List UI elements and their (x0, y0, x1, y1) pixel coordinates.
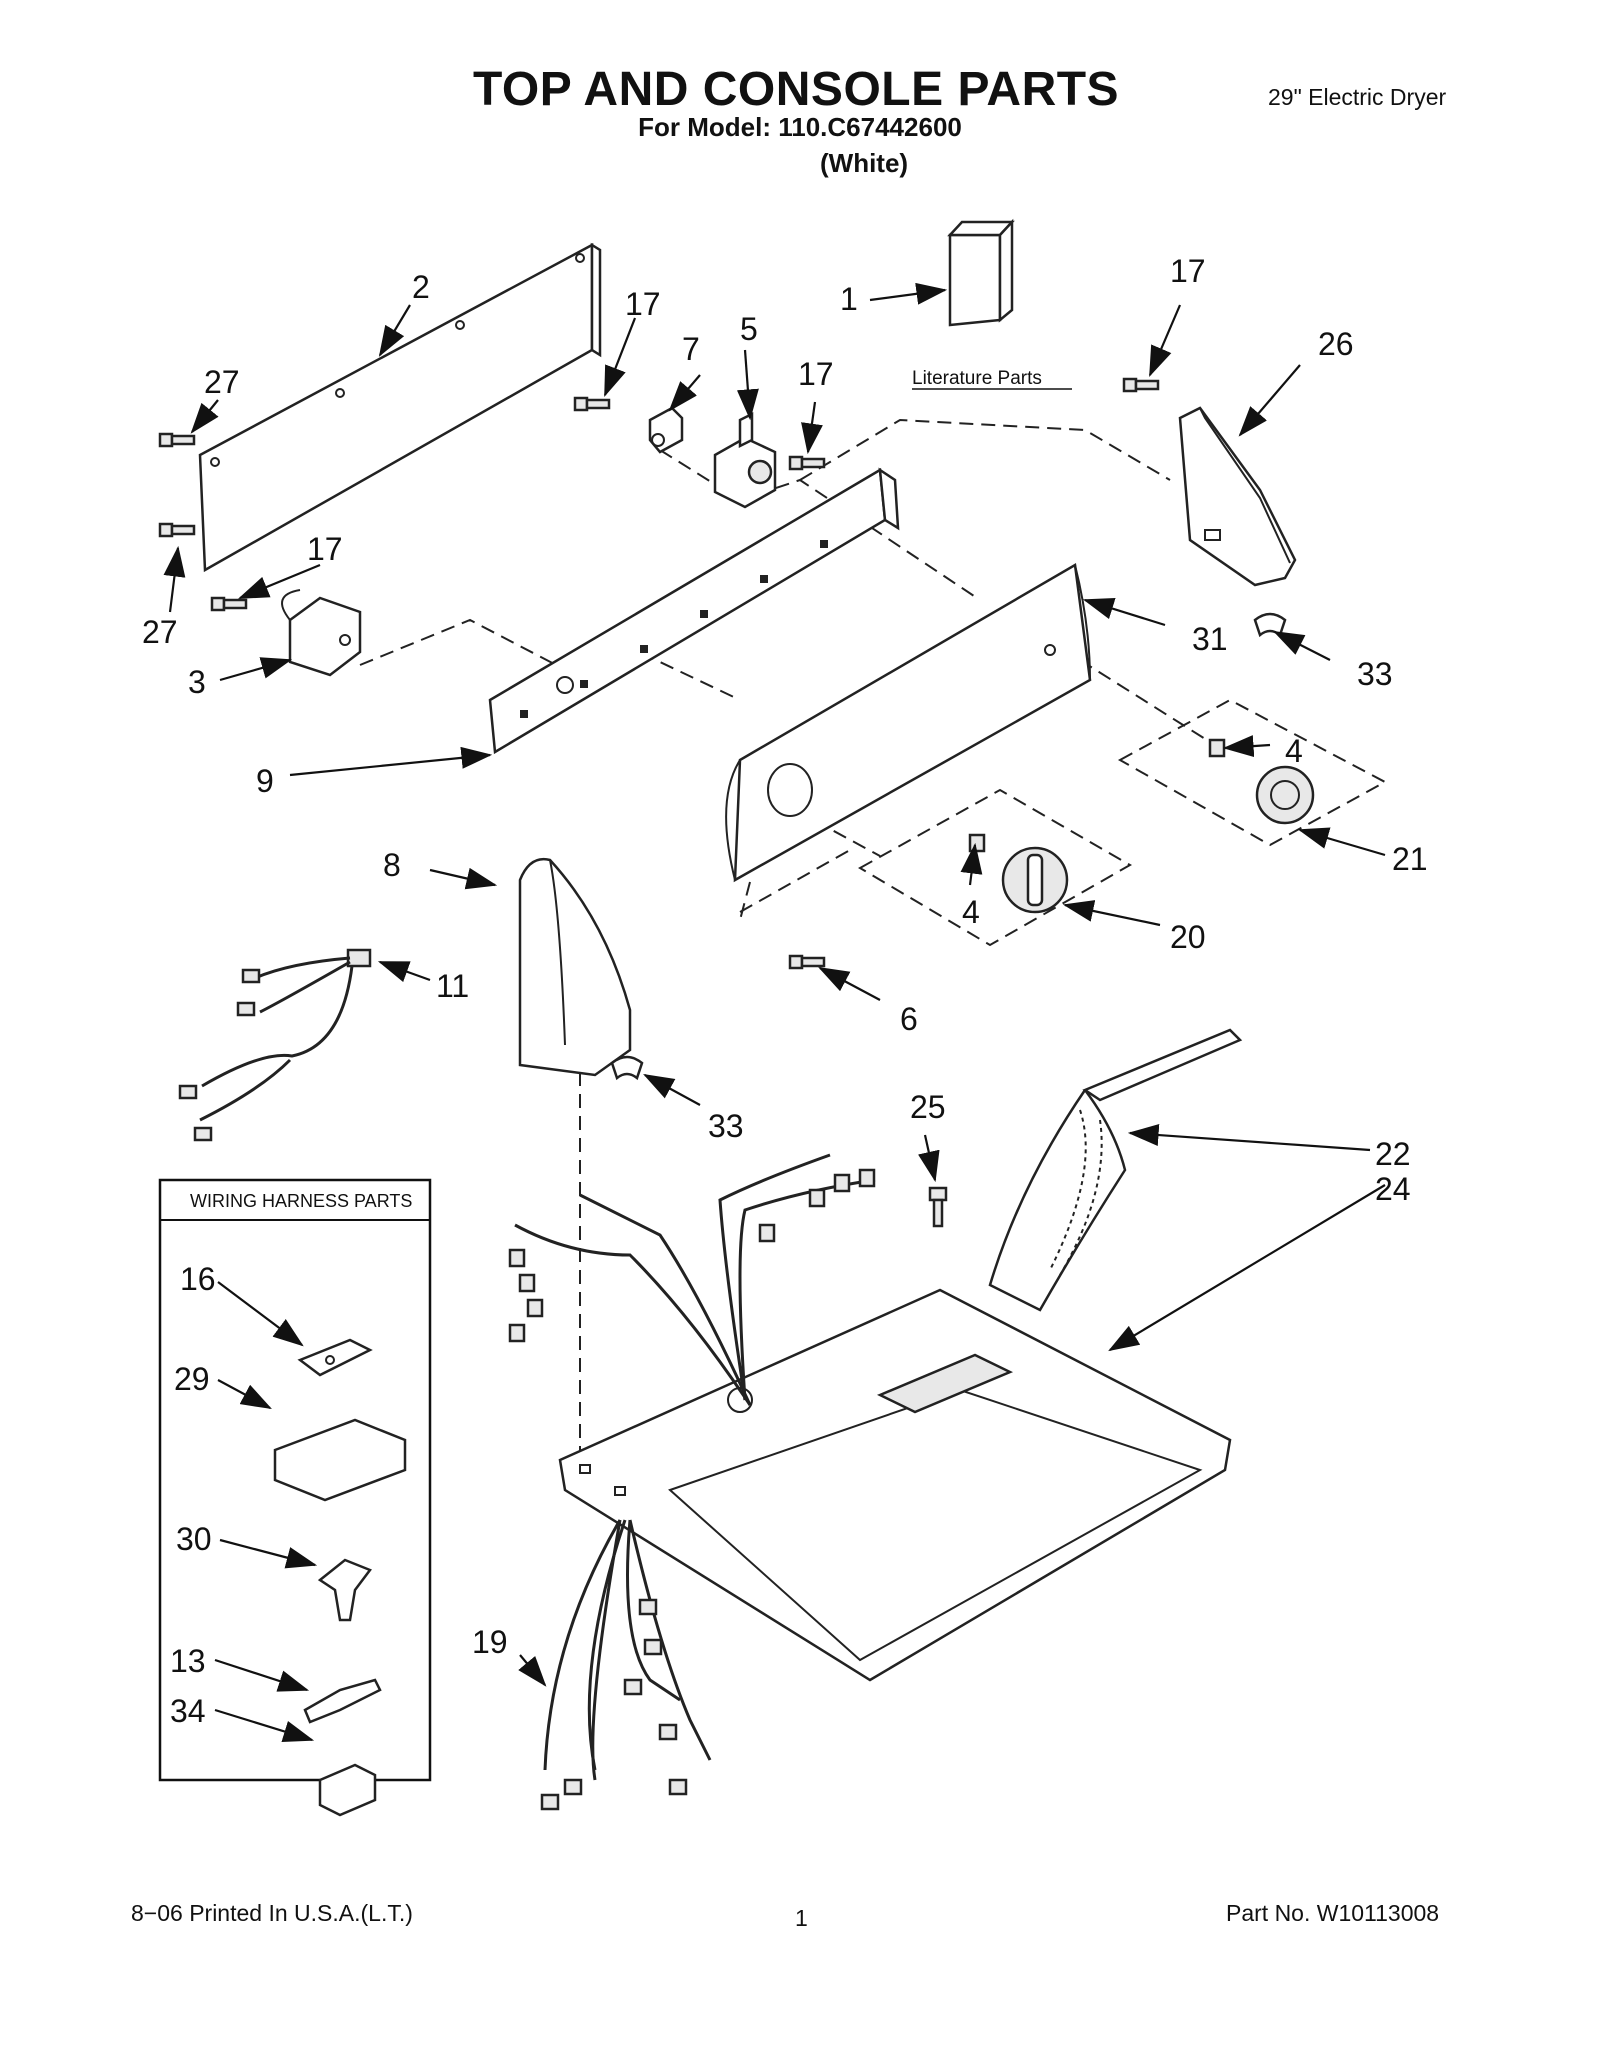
part-34 (318, 1763, 377, 1817)
callout-2: 2 (412, 269, 430, 305)
callout-1: 1 (840, 281, 858, 317)
footer-print-info: 8−06 Printed In U.S.A.(L.T.) (131, 1900, 413, 1926)
callout-22: 22 (1375, 1136, 1411, 1172)
callout-20: 20 (1170, 919, 1206, 955)
callout-16: 16 (180, 1261, 216, 1297)
callout-33b: 33 (708, 1108, 744, 1144)
callout-8: 8 (383, 847, 401, 883)
lint-screen (988, 1028, 1243, 1312)
callout-31: 31 (1192, 621, 1228, 657)
leader-arrows (163, 282, 1386, 1743)
callout-4b: 4 (962, 894, 980, 930)
control-panel (725, 562, 1092, 883)
knob-group-20 (857, 788, 1133, 947)
callout-19: 19 (472, 1624, 508, 1660)
wire-harness-top (508, 1153, 876, 1406)
wire-harness-11 (178, 948, 372, 1142)
callout-13: 13 (170, 1643, 206, 1679)
page-number: 1 (795, 1905, 808, 1931)
page-title: TOP AND CONSOLE PARTS (472, 63, 1120, 116)
callout-24: 24 (1375, 1171, 1411, 1207)
callout-17c: 17 (307, 531, 343, 567)
callout-4a: 4 (1285, 733, 1303, 769)
callout-21: 21 (1392, 841, 1428, 877)
end-cap-left (518, 857, 632, 1077)
callout-6: 6 (900, 1001, 918, 1037)
part-30 (317, 1558, 372, 1622)
callout-9: 9 (256, 763, 274, 799)
callout-27b: 27 (142, 614, 178, 650)
product-type: 29" Electric Dryer (1268, 84, 1447, 110)
screw-group (158, 377, 1160, 1228)
end-cap-right (1178, 406, 1297, 587)
part-16 (297, 1338, 373, 1377)
wiring-harness-box (158, 1178, 432, 1817)
color-label: (White) (820, 148, 909, 178)
callout-34: 34 (170, 1693, 206, 1729)
callout-5: 5 (740, 311, 758, 347)
dryer-top (558, 1288, 1232, 1682)
callout-7: 7 (682, 331, 700, 367)
selector-switch (713, 411, 777, 509)
literature-label: Literature Parts (912, 368, 1042, 389)
callout-17d: 17 (1170, 253, 1206, 289)
callout-30: 30 (176, 1521, 212, 1557)
callout-11: 11 (436, 968, 469, 1004)
callout-27a: 27 (204, 364, 240, 400)
callout-17b: 17 (798, 356, 834, 392)
callout-33a: 33 (1357, 656, 1393, 692)
back-panel (198, 242, 602, 573)
wiring-box-title: WIRING HARNESS PARTS (190, 1191, 412, 1211)
literature-manual (947, 218, 1015, 327)
callout-3: 3 (188, 664, 206, 700)
callout-26: 26 (1318, 326, 1354, 362)
callout-29: 29 (174, 1361, 210, 1397)
callout-labels: 1 2 3 4 4 5 6 7 8 9 11 13 16 17 17 17 17… (142, 253, 1428, 1729)
wire-harness-19 (540, 1519, 712, 1811)
callout-17a: 17 (625, 286, 661, 322)
part-number: Part No. W10113008 (1226, 1900, 1440, 1926)
console-bracket (488, 467, 900, 755)
part-29 (273, 1418, 407, 1502)
part-13 (303, 1678, 382, 1724)
model-subtitle: For Model: 110.C67442600 (638, 112, 962, 142)
clip-part (648, 406, 684, 454)
knob-group-21 (1117, 698, 1388, 847)
start-switch (281, 589, 362, 677)
callout-25: 25 (910, 1089, 946, 1125)
